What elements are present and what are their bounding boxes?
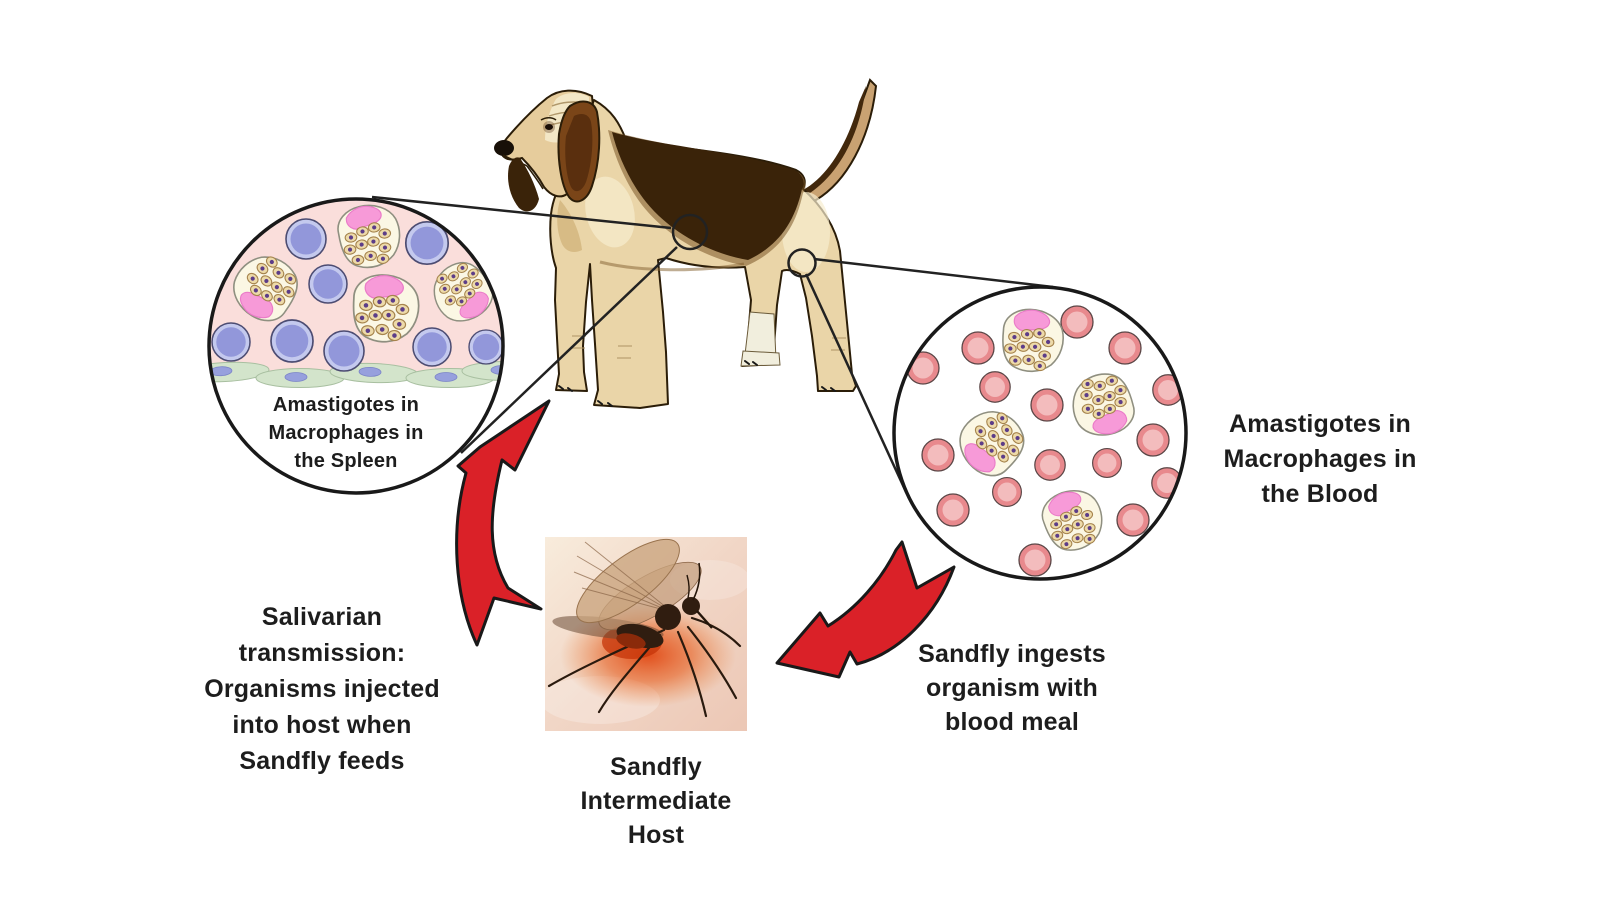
sandfly-intermediate-host-label: Sandfly Intermediate Host xyxy=(580,753,732,849)
sandfly-ingests-label: Sandfly ingests organism with blood meal xyxy=(918,640,1106,736)
magnifier-lines xyxy=(371,195,1054,493)
dog-spleen-sample-point xyxy=(671,213,709,251)
blood-circle-label: Amastigotes in Macrophages in the Blood xyxy=(1223,410,1417,508)
dog-host-illustration xyxy=(494,78,878,409)
salivarian-transmission-label: Salivarian transmission: Organisms injec… xyxy=(204,603,440,775)
sandfly-photo xyxy=(545,537,747,731)
arrow-blood-to-sandfly xyxy=(775,540,956,679)
dog-blood-sample-point xyxy=(787,248,817,278)
spleen-circle-label: Amastigotes in Macrophages in the Spleen xyxy=(268,394,424,472)
arrow-sandfly-to-spleen xyxy=(455,399,551,647)
blood-micrograph xyxy=(892,285,1188,581)
